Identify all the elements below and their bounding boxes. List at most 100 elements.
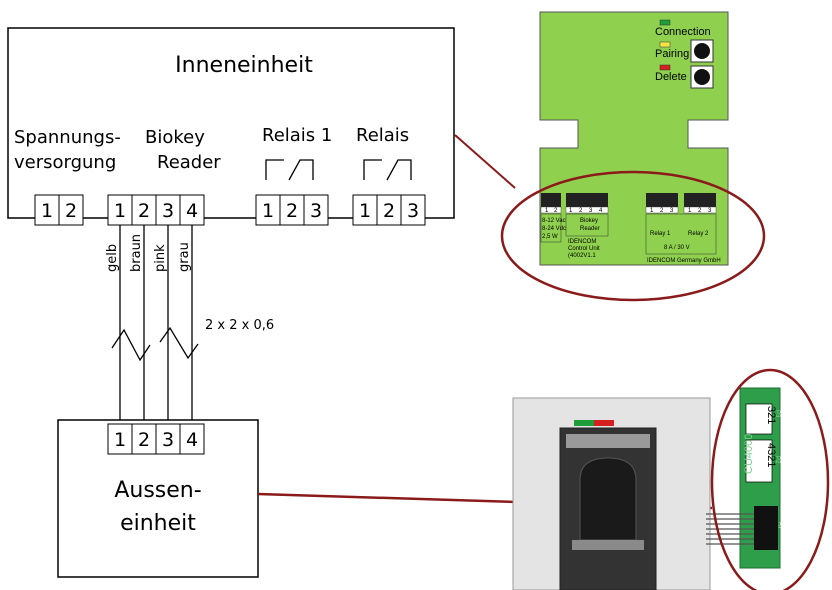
pin-number: 3: [708, 208, 712, 214]
pin-strip: [645, 206, 679, 214]
reader-label-line1: Biokey: [145, 127, 205, 148]
terminal-cell: [58, 194, 84, 226]
terminal-number: 4: [186, 200, 198, 222]
terminal-cell: [179, 423, 205, 455]
terminal-number: 3: [162, 429, 174, 451]
terminal-number: 2: [138, 429, 150, 451]
outdoor-unit: 1 2 3 4 Aussen- einheit: [57, 419, 259, 578]
wire-label-gelb: gelb: [105, 244, 120, 272]
terminal-number: 1: [114, 429, 126, 451]
terminal-number: 1: [262, 200, 274, 222]
led-delete-label: Delete: [655, 71, 687, 83]
power-spec-2: 8-24 Vdc: [542, 226, 566, 232]
maker-label-2: Control Unit: [568, 246, 600, 252]
maker-label-1: IDENCOM: [568, 239, 596, 245]
terminal-cell: [400, 194, 426, 226]
pin-number: 3: [670, 208, 674, 214]
pin-number: 1: [545, 208, 549, 214]
pin-strip: [683, 206, 717, 214]
terminal-number: 2: [138, 200, 150, 222]
terminal-number: 4: [186, 429, 198, 451]
pin-strip: [540, 206, 562, 214]
power-label-line1: Spannungs-: [14, 127, 121, 148]
pin-strip: [565, 206, 609, 214]
pin-number: 2: [579, 208, 583, 214]
wire-label-grau: grau: [177, 242, 192, 272]
relay2-label: Relais: [356, 125, 409, 146]
pin-number: 2: [698, 208, 702, 214]
fingerprint-slot-icon: [579, 457, 637, 541]
terminal-number: 2: [383, 200, 395, 222]
delete-button-knob-icon: [694, 69, 710, 85]
terminal-cell: [155, 423, 181, 455]
relay1-label: Relais 1: [262, 125, 332, 146]
pcb-terminal-bottom: [745, 439, 773, 483]
wire-label-braun: braun: [129, 234, 144, 272]
screw-terminal-reader: [566, 193, 608, 207]
pcb-model-label: CU4000: [743, 434, 755, 474]
highlight-ring-board: [500, 170, 766, 302]
relay2-contact-left: [363, 159, 382, 180]
board-rating-label: 8 A / 30 V: [664, 245, 690, 251]
terminal-number: 1: [359, 200, 371, 222]
cable: [111, 225, 199, 430]
terminal-number: 3: [407, 200, 419, 222]
terminal-number: 2: [286, 200, 298, 222]
power-terminal-block: 1 2: [34, 194, 84, 226]
twisted-pair-mark-1: [111, 328, 151, 362]
reader-led-red-icon: [594, 420, 614, 426]
power-spec-1: 8-12 Vac: [542, 218, 566, 224]
outdoor-unit-title-line2: einheit: [120, 511, 196, 536]
pcb-terminal-top-label: 321: [765, 406, 777, 424]
terminal-cell: [352, 194, 378, 226]
terminal-number: 2: [65, 200, 77, 222]
reader-led-green-icon: [574, 420, 594, 426]
pin-number: 1: [650, 208, 654, 214]
relay1-terminal-block: 1 2 3: [255, 194, 329, 226]
relay-block-outline: [645, 213, 717, 255]
terminal-number: 3: [310, 200, 322, 222]
highlight-ring-pcb: [710, 368, 830, 590]
sensor-top-strip: [566, 434, 650, 448]
pin-number: 1: [688, 208, 692, 214]
board-reader-label-1: Biokey: [580, 218, 598, 224]
relay1-contact-right: [288, 159, 314, 181]
pin-number: 2: [660, 208, 664, 214]
pin-number: 1: [569, 208, 573, 214]
screw-terminal-relay1: [646, 193, 678, 207]
led-pairing-icon: [659, 41, 671, 48]
control-board: Connection Pairing Delete 1 2 1 2 3 4 1 …: [539, 11, 729, 266]
pcb-terminal-top: [745, 403, 773, 435]
wire-label-pink: pink: [153, 244, 168, 272]
indoor-unit-title: Inneneinheit: [175, 53, 313, 78]
board-terminals: 1 2 1 2 3 4 1 2 3 1 2 3: [540, 193, 717, 214]
pcb-mark-p3: P3: [774, 410, 780, 418]
reader-device: [512, 397, 711, 590]
led-pairing-label: Pairing: [655, 48, 689, 60]
terminal-number: 1: [114, 200, 126, 222]
terminal-cell: [131, 423, 157, 455]
callout-line-board: [454, 134, 516, 189]
terminal-number: 1: [41, 200, 53, 222]
reader-block-outline: [565, 213, 609, 237]
terminal-cell: [179, 194, 205, 226]
pin-number: 3: [589, 208, 593, 214]
maker-right-label: IDENCOM Germany GmbH: [647, 258, 721, 264]
led-connection-label: Connection: [655, 26, 711, 38]
board-relay2-label: Relay 2: [688, 231, 709, 237]
reader-pcb: 321 4321 CU4000 P3 P2 P1: [706, 387, 781, 569]
screw-terminal-power: [541, 193, 561, 207]
outdoor-unit-box: [57, 419, 259, 578]
terminal-cell: [303, 194, 329, 226]
ribbon-cable: [706, 513, 754, 545]
cable-spec-label: 2 x 2 x 0,6: [205, 318, 274, 333]
relay1-contact-left: [265, 159, 284, 180]
terminal-cell: [155, 194, 181, 226]
ribbon-connector: [754, 506, 778, 550]
relay2-terminal-block: 1 2 3: [352, 194, 426, 226]
pairing-button-knob-icon: [694, 43, 710, 59]
indoor-unit-box: [7, 27, 455, 219]
power-label-line2: versorgung: [14, 152, 116, 173]
pin-number: 2: [554, 208, 558, 214]
